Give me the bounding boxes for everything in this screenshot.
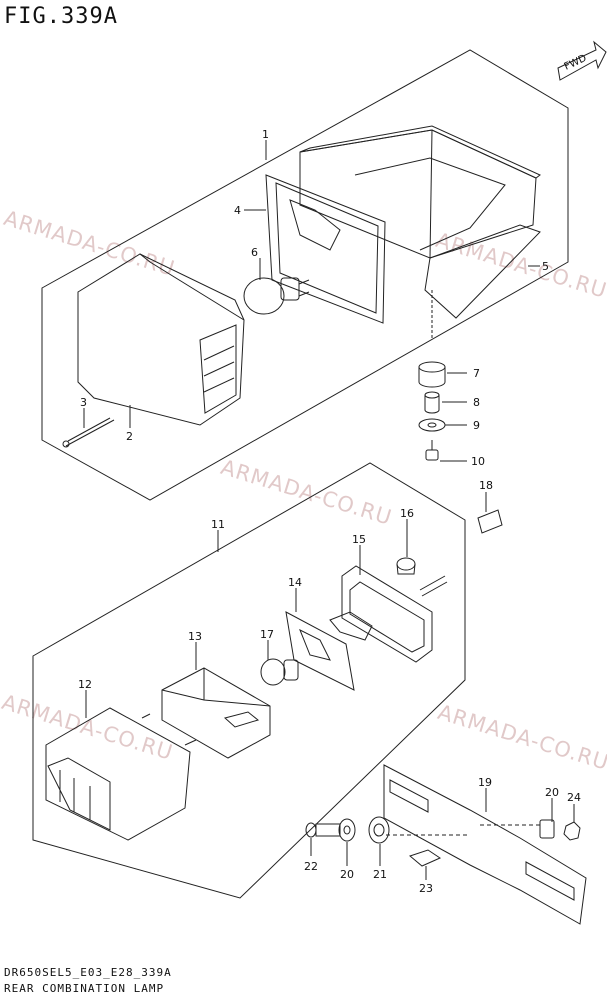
fwd-arrow-icon bbox=[557, 40, 607, 81]
part-16-screw bbox=[396, 557, 416, 575]
assembly-1-boundary bbox=[41, 49, 569, 501]
footer-caption: REAR COMBINATION LAMP bbox=[4, 982, 165, 995]
part-17-bulb bbox=[260, 658, 299, 686]
callout-6: 6 bbox=[251, 246, 258, 259]
part-21-grommet bbox=[368, 816, 390, 844]
callout-19: 19 bbox=[478, 776, 492, 789]
callout-1: 1 bbox=[262, 128, 269, 141]
part-15-socket bbox=[329, 565, 448, 663]
part-3-screw bbox=[62, 417, 115, 448]
callout-9: 9 bbox=[473, 419, 480, 432]
part-12-lens bbox=[45, 707, 197, 841]
callout-18: 18 bbox=[479, 479, 493, 492]
callout-24: 24 bbox=[567, 791, 581, 804]
footer-code: DR650SEL5_E03_E28_339A bbox=[4, 966, 172, 979]
part-24-nut bbox=[563, 821, 581, 841]
assembly-11-boundary bbox=[32, 462, 466, 899]
part-2-lens bbox=[77, 253, 245, 426]
part-19-bracket bbox=[383, 764, 587, 925]
callout-20: 20 bbox=[545, 786, 559, 799]
callout-23: 23 bbox=[419, 882, 433, 895]
part-20-washer bbox=[338, 818, 356, 842]
part-13-reflector bbox=[161, 667, 271, 759]
callout-2: 2 bbox=[126, 430, 133, 443]
part-18-collar bbox=[477, 509, 503, 534]
part-9-washer bbox=[418, 418, 446, 432]
callout-14: 14 bbox=[288, 576, 302, 589]
part-7-grommet bbox=[418, 361, 446, 388]
part-8-collar bbox=[424, 391, 440, 414]
callout-13: 13 bbox=[188, 630, 202, 643]
callout-12: 12 bbox=[78, 678, 92, 691]
part-20-collar-right bbox=[539, 819, 555, 839]
part-5-housing bbox=[299, 125, 541, 340]
callout-21: 21 bbox=[373, 868, 387, 881]
callout-4: 4 bbox=[234, 204, 241, 217]
part-10-screw bbox=[425, 440, 439, 461]
part-14-gasket bbox=[285, 611, 355, 691]
figure-title: FIG.339A bbox=[4, 4, 118, 29]
callout-17: 17 bbox=[260, 628, 274, 641]
part-22-bolt bbox=[305, 822, 341, 838]
callout-22: 22 bbox=[304, 860, 318, 873]
leader-lines bbox=[83, 140, 575, 880]
callout-16: 16 bbox=[400, 507, 414, 520]
callout-11: 11 bbox=[211, 518, 225, 531]
callout-8: 8 bbox=[473, 396, 480, 409]
callout-7: 7 bbox=[473, 367, 480, 380]
callout-10: 10 bbox=[471, 455, 485, 468]
part-23-clip bbox=[408, 849, 442, 867]
part-4-gasket bbox=[265, 174, 386, 324]
callout-3: 3 bbox=[80, 396, 87, 409]
callout-labels: 1 2 3 4 5 6 7 8 9 10 11 12 13 14 15 16 1… bbox=[78, 128, 581, 895]
callout-15: 15 bbox=[352, 533, 366, 546]
part-6-bulb bbox=[243, 277, 310, 315]
callout-20: 20 bbox=[340, 868, 354, 881]
callout-5: 5 bbox=[542, 260, 549, 273]
